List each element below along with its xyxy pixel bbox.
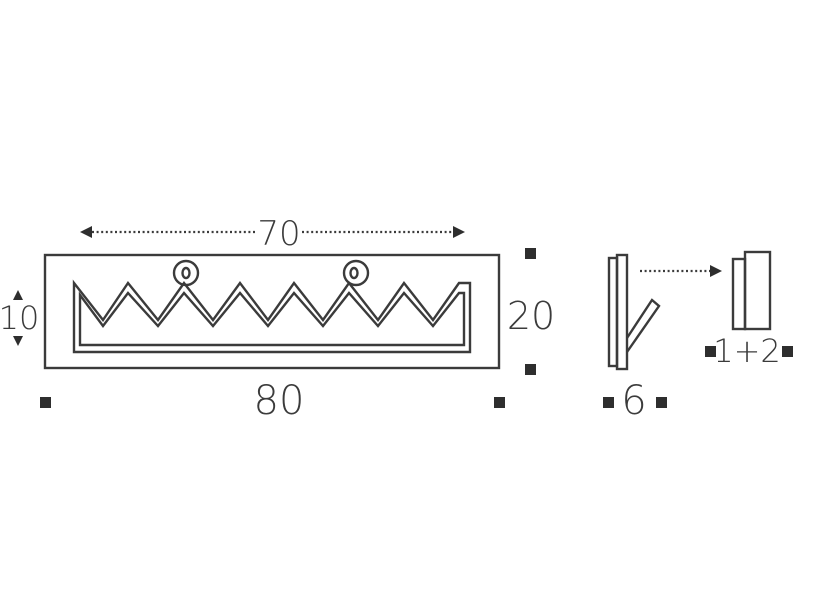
outer-plate-outline xyxy=(43,253,501,370)
tape-layer-1 xyxy=(731,257,747,331)
depth-label: 6 xyxy=(621,378,646,424)
marker-square xyxy=(40,397,51,408)
marker-square xyxy=(782,346,793,357)
dimension-6: 6 xyxy=(603,378,667,424)
mounting-label: 1+2 xyxy=(713,332,781,370)
side-plate-inner xyxy=(615,253,629,371)
side-plate-outline xyxy=(607,256,619,368)
screw-left xyxy=(172,259,200,287)
hook-arm xyxy=(625,298,661,353)
marker-square xyxy=(705,346,716,357)
dimension-80: 80 xyxy=(40,378,505,424)
outer-width-label: 80 xyxy=(254,378,305,424)
zigzag-teeth-outer xyxy=(72,279,472,354)
side-view: 6 xyxy=(603,253,667,424)
dimension-20: 20 xyxy=(507,248,555,375)
marker-square xyxy=(525,248,536,259)
arrow-right-icon xyxy=(710,265,722,277)
marker-square xyxy=(494,397,505,408)
mounting-detail: 1+2 xyxy=(640,250,793,370)
zigzag-teeth-inner xyxy=(78,291,466,347)
tape-layer-2 xyxy=(743,250,772,331)
dimension-10: 10 xyxy=(0,290,39,346)
tooth-height-label: 10 xyxy=(0,299,39,337)
inner-width-label: 70 xyxy=(257,214,300,254)
marker-square xyxy=(525,364,536,375)
dimension-70: 70 xyxy=(80,214,465,254)
dimension-1-plus-2: 1+2 xyxy=(705,332,793,370)
marker-square xyxy=(603,397,614,408)
screw-right xyxy=(342,259,370,287)
marker-square xyxy=(656,397,667,408)
front-view: 70 10 20 80 xyxy=(0,214,555,424)
height-label: 20 xyxy=(507,294,555,338)
